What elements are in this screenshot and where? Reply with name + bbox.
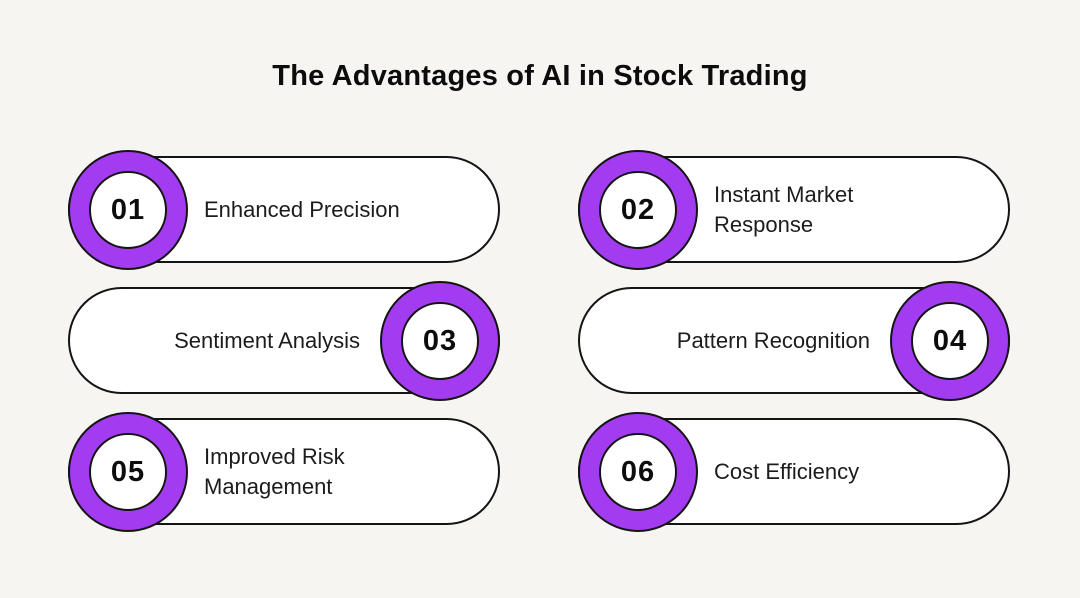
advantage-card-3: Sentiment Analysis 03 <box>68 281 500 401</box>
number-badge-inner: 05 <box>89 433 167 511</box>
advantage-label: Cost Efficiency <box>714 458 860 484</box>
number-badge: 05 <box>68 412 188 532</box>
page-title: The Advantages of AI in Stock Trading <box>272 60 808 92</box>
advantages-grid: Enhanced Precision 01 Instant Market Res… <box>68 150 1010 532</box>
advantage-card-1: Enhanced Precision 01 <box>68 150 500 270</box>
badge-number: 04 <box>932 324 968 357</box>
number-badge-inner: 06 <box>599 433 677 511</box>
capsule: Instant Market Response <box>578 156 1010 263</box>
badge-number: 02 <box>620 193 656 226</box>
badge-number: 03 <box>422 324 458 357</box>
advantage-label: Improved Risk Management <box>204 443 345 499</box>
number-badge: 01 <box>68 150 188 270</box>
advantage-card-4: Pattern Recognition 04 <box>578 281 1010 401</box>
advantage-label: Sentiment Analysis <box>174 327 360 353</box>
advantage-label: Enhanced Precision <box>204 196 400 222</box>
number-badge-inner: 03 <box>401 302 479 380</box>
badge-number: 06 <box>620 455 656 488</box>
number-badge: 06 <box>578 412 698 532</box>
badge-number: 01 <box>110 193 146 226</box>
number-badge-inner: 01 <box>89 171 167 249</box>
advantage-label: Pattern Recognition <box>676 327 870 353</box>
advantage-card-2: Instant Market Response 02 <box>578 150 1010 270</box>
number-badge: 02 <box>578 150 698 270</box>
number-badge: 04 <box>890 281 1010 401</box>
number-badge-inner: 02 <box>599 171 677 249</box>
badge-number: 05 <box>110 455 146 488</box>
advantage-label: Instant Market Response <box>714 181 854 237</box>
number-badge-inner: 04 <box>911 302 989 380</box>
advantage-card-5: Improved Risk Management 05 <box>68 412 500 532</box>
advantage-card-6: Cost Efficiency 06 <box>578 412 1010 532</box>
number-badge: 03 <box>380 281 500 401</box>
